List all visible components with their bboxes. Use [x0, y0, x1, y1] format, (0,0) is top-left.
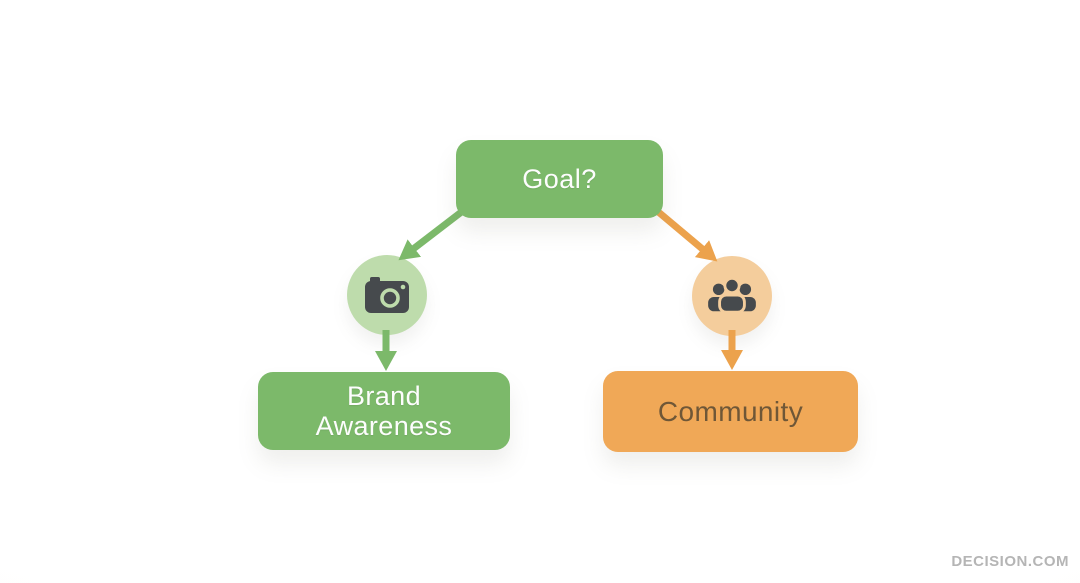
node-community: Community	[603, 371, 858, 452]
node-goal-label: Goal?	[522, 163, 597, 194]
node-brand-awareness: Brand Awareness	[258, 372, 510, 450]
camera-circle	[347, 255, 427, 335]
arrow-goal-to-camera	[398, 207, 467, 261]
node-brand-awareness-label: Brand Awareness	[315, 380, 453, 441]
people-circle	[692, 256, 772, 336]
people-icon	[708, 276, 756, 314]
watermark: DECISION.COM	[951, 553, 1069, 570]
arrow-goal-to-people	[653, 207, 718, 262]
camera-icon	[365, 277, 409, 313]
node-goal: Goal?	[456, 140, 663, 218]
node-community-label: Community	[657, 395, 804, 427]
